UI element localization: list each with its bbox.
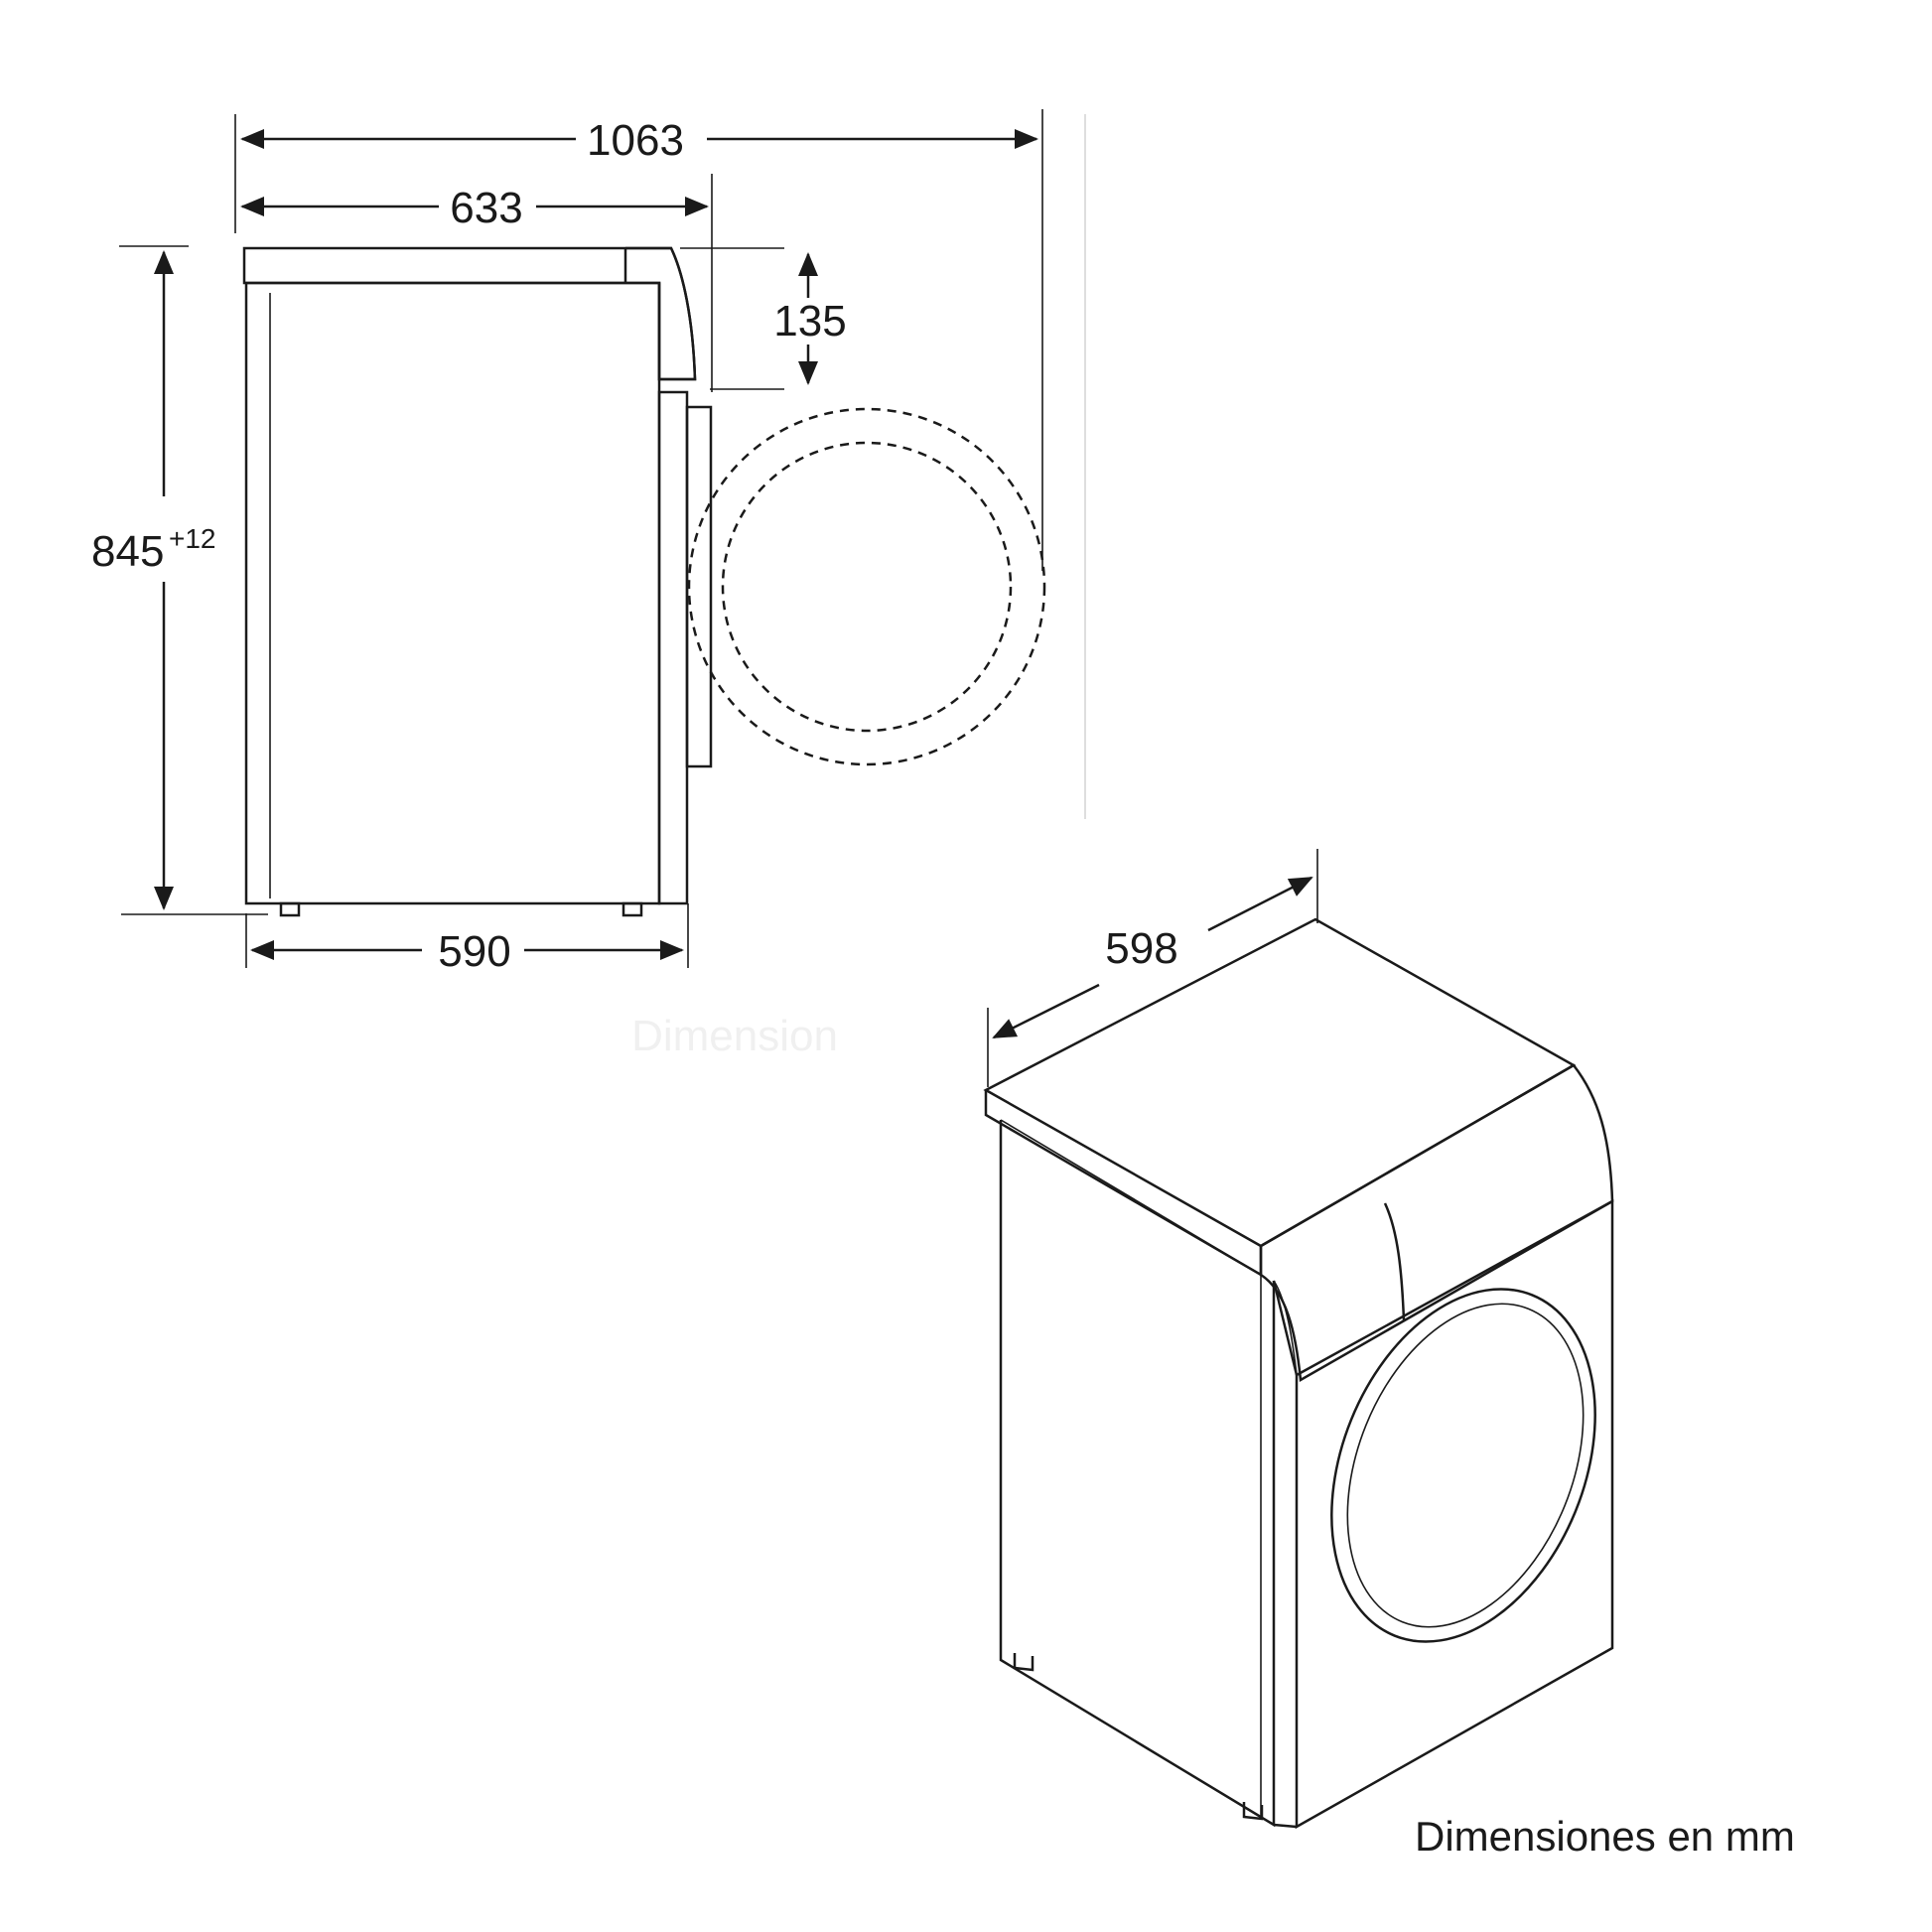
- top-panel: [242, 246, 697, 381]
- door-swing-outer: [687, 407, 1046, 766]
- iso-control-knob-section: [1383, 1202, 1406, 1321]
- dim-label-1063: 1063: [587, 116, 684, 165]
- dim-label-845-tolerance: +12: [169, 523, 216, 554]
- dim-label-633: 633: [450, 184, 522, 232]
- foot-left: [279, 901, 301, 917]
- dim-label-590: 590: [438, 927, 510, 976]
- front-panel: [657, 390, 689, 905]
- iso-top-surface: [983, 917, 1577, 1248]
- isometric-view: 598: [983, 849, 1614, 1830]
- dim-line-598-left: [992, 983, 1100, 1039]
- caption-units: Dimensiones en mm: [1415, 1813, 1795, 1860]
- iso-control-panel-lower: [1273, 1280, 1298, 1376]
- dim-label-135: 135: [773, 297, 846, 345]
- iso-door-outer: [1330, 1288, 1596, 1643]
- iso-front-panel: [1295, 1198, 1614, 1830]
- iso-front-left-edge: [1272, 1280, 1299, 1376]
- dim-line-598-right: [1207, 876, 1313, 932]
- dim-label-845: 845: [91, 527, 164, 576]
- iso-foot-right: [1242, 1802, 1264, 1821]
- height-value: 845: [91, 527, 164, 576]
- iso-door-inner: [1346, 1303, 1585, 1628]
- iso-side-panel: [999, 1120, 1276, 1828]
- watermark: Dimension: [631, 1012, 838, 1060]
- door-closed: [685, 405, 713, 768]
- iso-top-left-bottom: [1000, 1119, 1262, 1276]
- iso-foot-left: [1013, 1653, 1035, 1672]
- control-panel-front: [625, 246, 697, 381]
- foot-right: [621, 901, 643, 917]
- cabinet-body: [244, 281, 661, 905]
- iso-top-left-edge: [984, 1090, 1263, 1278]
- dim-label-598: 598: [1105, 924, 1177, 973]
- door-swing-inner: [721, 441, 1013, 733]
- iso-bottom-edge: [1273, 1823, 1298, 1829]
- side-view: 1063 633 135 845 +12 590: [91, 109, 1086, 976]
